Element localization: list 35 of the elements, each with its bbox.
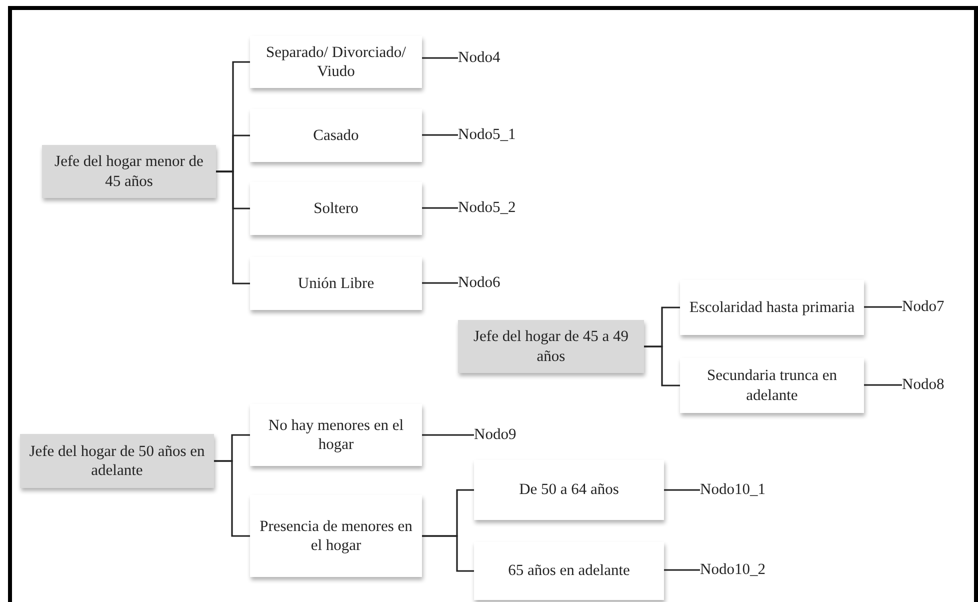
branch-box: Unión Libre <box>250 257 422 310</box>
node-label: Nodo8 <box>902 375 962 395</box>
connector-line <box>664 569 700 571</box>
node-label: Nodo10_1 <box>700 480 780 500</box>
node-label: Nodo4 <box>458 48 518 68</box>
branch-box: De 50 a 64 años <box>474 460 664 520</box>
branch-box: Soltero <box>250 182 422 235</box>
branch-box: Separado/ Divorciado/ Viudo <box>250 36 422 88</box>
node-label: Nodo10_2 <box>700 560 780 580</box>
node-label: Nodo5_2 <box>458 198 528 218</box>
node-label: Nodo7 <box>902 297 962 317</box>
connector-line <box>422 207 458 209</box>
connector-line <box>422 57 458 59</box>
category-box: Jefe del hogar de 50 años en adelante <box>20 434 214 488</box>
connector-line <box>422 134 458 136</box>
branch-box: Escolaridad hasta primaria <box>680 280 864 335</box>
branch-box: Secundaria trunca en adelante <box>680 358 864 413</box>
connector-line <box>644 346 680 386</box>
branch-box: No hay menores en el hogar <box>250 404 422 466</box>
node-label: Nodo5_1 <box>458 125 528 145</box>
connector-line <box>216 170 250 284</box>
connector-line <box>422 535 474 572</box>
connector-line <box>422 434 474 436</box>
category-box: Jefe del hogar menor de 45 años <box>42 145 216 198</box>
connector-line <box>864 306 902 308</box>
connector-line <box>422 282 458 284</box>
branch-box: Presencia de menores en el hogar <box>250 495 422 577</box>
node-label: Nodo9 <box>474 425 534 445</box>
connector-line <box>214 460 250 537</box>
branch-box: 65 años en adelante <box>474 542 664 600</box>
node-label: Nodo6 <box>458 273 518 293</box>
category-box: Jefe del hogar de 45 a 49 años <box>458 320 644 373</box>
connector-line <box>664 489 700 491</box>
connector-line <box>864 384 902 386</box>
branch-box: Casado <box>250 109 422 162</box>
